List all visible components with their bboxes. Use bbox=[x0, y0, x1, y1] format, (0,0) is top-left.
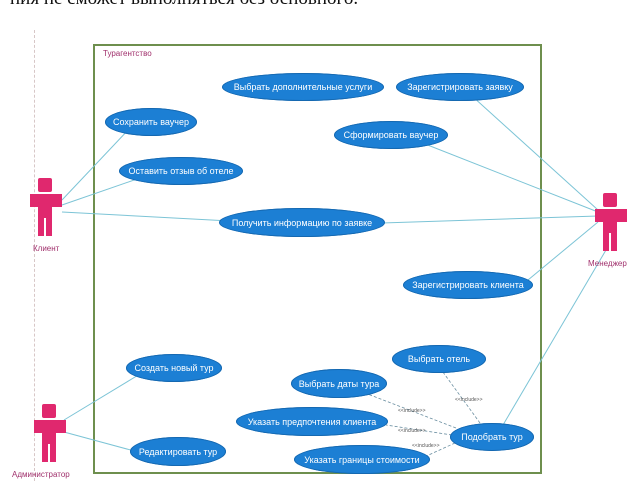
assoc-client-get-info bbox=[61, 211, 231, 222]
manager-label: Менеджер bbox=[588, 259, 627, 268]
usecase-create-tour[interactable]: Создать новый тур bbox=[126, 354, 222, 382]
usecase-form-voucher[interactable]: Сформировать ваучер bbox=[334, 121, 448, 149]
usecase-register-client[interactable]: Зарегистрировать клиента bbox=[403, 271, 533, 299]
include-label-price: <<include>> bbox=[412, 443, 440, 449]
usecase-choose-dates[interactable]: Выбрать даты тура bbox=[291, 369, 387, 398]
include-label-hotel: <<include>> bbox=[455, 397, 483, 403]
assoc-client-save-voucher bbox=[61, 127, 131, 201]
include-label-dates: <<include>> bbox=[398, 408, 426, 414]
manager-actor-icon[interactable] bbox=[594, 193, 628, 253]
system-title: Турагентство bbox=[103, 49, 152, 58]
usecase-preferences[interactable]: Указать предпочтения клиента bbox=[236, 407, 388, 436]
assoc-client-leave-review bbox=[61, 177, 141, 206]
usecase-edit-tour[interactable]: Редактировать тур bbox=[130, 437, 226, 466]
usecase-extra-services[interactable]: Выбрать дополнительные услуги bbox=[222, 73, 384, 101]
assoc-manager-form-voucher bbox=[419, 141, 599, 213]
caption-fragment: ния не сможет выполняться без основного. bbox=[10, 0, 634, 10]
usecase-get-info[interactable]: Получить информацию по заявке bbox=[219, 208, 385, 237]
actor-lifeline bbox=[34, 30, 35, 481]
include-label-preferences: <<include>> bbox=[398, 428, 426, 434]
assoc-manager-register-request bbox=[471, 95, 599, 211]
client-label: Клиент bbox=[33, 244, 60, 253]
assoc-manager-pick-tour bbox=[502, 249, 607, 426]
usecase-pick-tour[interactable]: Подобрать тур bbox=[450, 423, 534, 451]
admin-actor-icon[interactable] bbox=[33, 404, 67, 464]
usecase-register-request[interactable]: Зарегистрировать заявку bbox=[396, 73, 524, 101]
assoc-manager-get-info bbox=[381, 215, 599, 224]
assoc-admin-edit-tour bbox=[63, 431, 139, 453]
include-hotel bbox=[439, 367, 481, 424]
usecase-price-limits[interactable]: Указать границы стоимости bbox=[294, 445, 430, 474]
include-dates bbox=[364, 392, 457, 429]
include-preferences bbox=[385, 424, 453, 436]
admin-label: Администратор bbox=[12, 470, 70, 479]
usecase-choose-hotel[interactable]: Выбрать отель bbox=[392, 345, 486, 373]
assoc-admin-create-tour bbox=[63, 373, 141, 421]
usecase-leave-review[interactable]: Оставить отзыв об отеле bbox=[119, 157, 243, 185]
client-actor-icon[interactable] bbox=[29, 178, 63, 238]
usecase-save-voucher[interactable]: Сохранить ваучер bbox=[105, 108, 197, 136]
assoc-manager-register-client bbox=[527, 221, 599, 281]
